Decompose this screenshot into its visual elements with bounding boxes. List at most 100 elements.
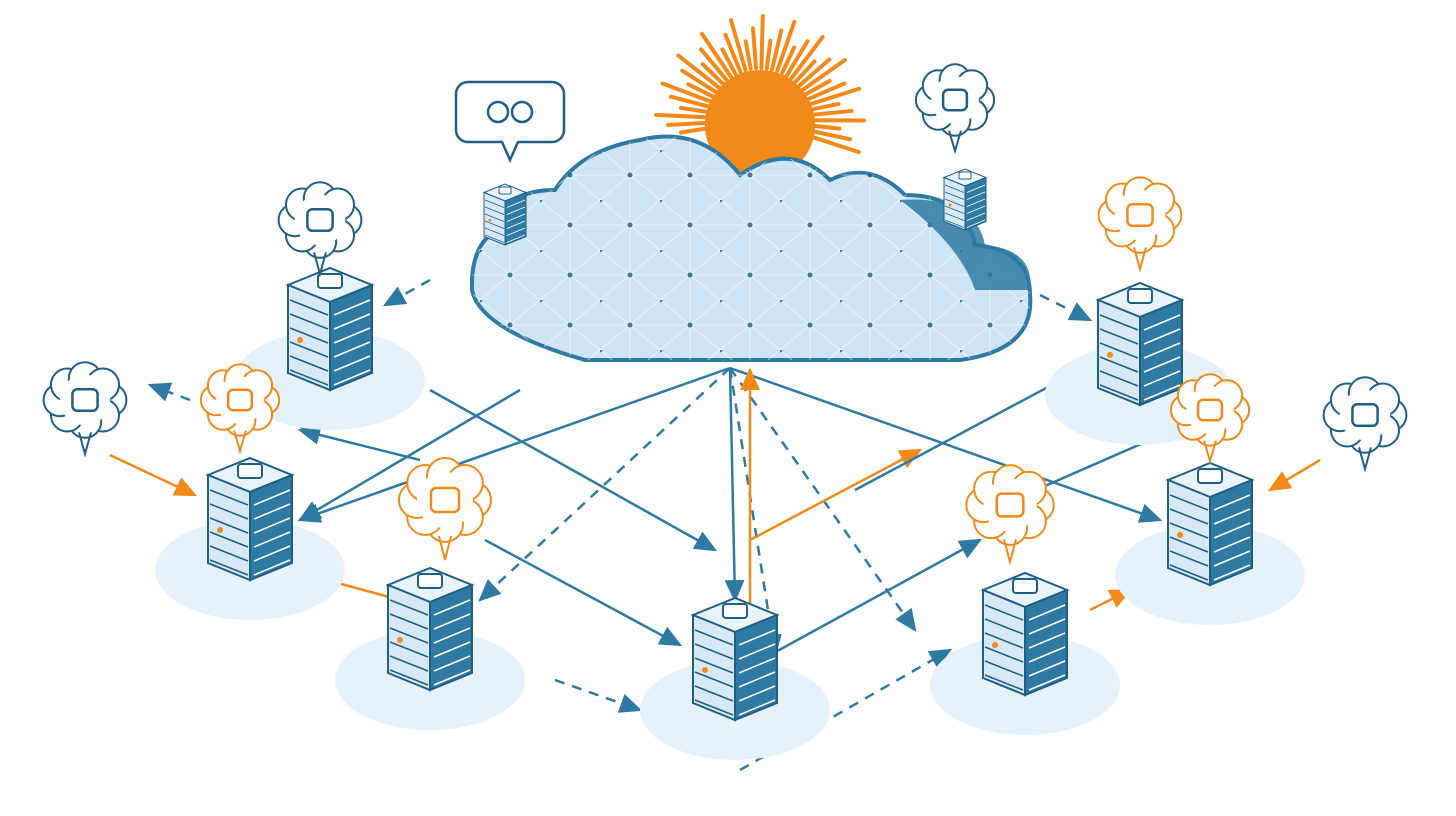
server-slot [433, 627, 471, 644]
server-slot [333, 355, 371, 372]
server-slot [1213, 522, 1251, 539]
thought-bubble-icon [398, 457, 492, 561]
thought-bubble-icon [1097, 176, 1183, 273]
thought-bubble-icon [42, 361, 128, 458]
bubble-symbol [1126, 202, 1154, 228]
server-slot [209, 531, 249, 548]
bubble-fill [216, 376, 264, 424]
server-right [1024, 588, 1068, 697]
server-slot [1143, 384, 1181, 401]
server-slot [694, 657, 734, 674]
server-cap [1197, 468, 1223, 484]
server-slot [433, 641, 471, 658]
server-slot [1213, 494, 1251, 511]
server-slot [694, 685, 734, 702]
server-left [692, 613, 736, 722]
arrow-icon [769, 538, 983, 657]
arrow-icon [109, 453, 198, 497]
server-slot [389, 669, 429, 686]
server-slot [1028, 618, 1066, 635]
sun-ray [699, 47, 729, 83]
server-slot [1169, 522, 1209, 539]
server-slot [389, 655, 429, 672]
server-slot [484, 234, 505, 243]
server-slot [209, 489, 249, 506]
server-slot [966, 184, 986, 193]
sun-ray [780, 45, 797, 75]
sun-ray [764, 38, 773, 71]
bubble-group [42, 63, 1408, 566]
bubble-tail [78, 432, 92, 458]
thought-bubble-icon [199, 363, 281, 455]
bubble-tail [313, 252, 327, 278]
server-slot [1028, 604, 1066, 621]
server-slot [506, 213, 526, 222]
server-cap [237, 463, 263, 479]
server-slot [506, 206, 526, 215]
server-slot [738, 657, 776, 674]
server-led [488, 218, 492, 222]
server-slot [1213, 508, 1251, 525]
server-led [948, 203, 952, 207]
server-led [297, 337, 303, 343]
thought-bubble-icon [914, 63, 996, 155]
server-slot [1213, 564, 1251, 581]
bubble-tail [233, 430, 247, 455]
bubble-symbol [1351, 402, 1379, 428]
server-cap [317, 273, 343, 289]
sun-ray [654, 112, 711, 120]
server-slot [1028, 632, 1066, 649]
server-led [992, 642, 998, 648]
server-slot [1143, 328, 1181, 345]
thought-bubble-icon [965, 464, 1055, 566]
server-right [964, 176, 987, 231]
server-slot [1213, 536, 1251, 553]
sun-ray [686, 82, 716, 99]
server-cap [722, 603, 748, 619]
server-slot [944, 191, 965, 200]
server-slot [433, 613, 471, 630]
bubble-tail [1203, 440, 1217, 465]
server-slot [209, 545, 249, 562]
arrow-icon [484, 538, 683, 647]
server-rack-icon [155, 456, 345, 620]
server-slot [253, 517, 291, 534]
sun-ray [800, 58, 847, 93]
sun-ray [807, 86, 862, 107]
server-right [504, 191, 527, 246]
server-left [387, 583, 431, 692]
sun-ray [775, 19, 797, 73]
server-slot [1099, 384, 1139, 401]
arrow-icon [749, 448, 923, 542]
server-slot [1169, 550, 1209, 567]
sun-icon [654, 14, 866, 180]
cloud-shadow [900, 199, 1031, 290]
server-slot [506, 227, 526, 236]
server-slot [694, 699, 734, 716]
bubble-symbol [429, 486, 461, 514]
sun-ray [700, 62, 725, 86]
sun-ray [660, 81, 714, 104]
sun-ray [789, 34, 825, 81]
server-slot [984, 660, 1024, 677]
server-slot [1028, 674, 1066, 691]
server-slot [1099, 370, 1139, 387]
arrow-icon [724, 367, 745, 603]
arrow-icon [729, 366, 1163, 523]
arrow-icon [854, 368, 1083, 492]
bubble-fill [1114, 189, 1166, 241]
server-rack-icon [640, 596, 830, 760]
server-rack-icon [930, 571, 1120, 735]
server-slot [333, 327, 371, 344]
sun-ray [743, 39, 753, 71]
server-slot [694, 629, 734, 646]
cloud-icon [469, 134, 1033, 362]
sun-ray [770, 28, 784, 72]
server-slot [1143, 342, 1181, 359]
server-group [155, 168, 1305, 760]
server-slot [694, 671, 734, 688]
server-slot [966, 205, 986, 214]
server-left [1097, 298, 1141, 407]
sun-ray [723, 32, 743, 74]
